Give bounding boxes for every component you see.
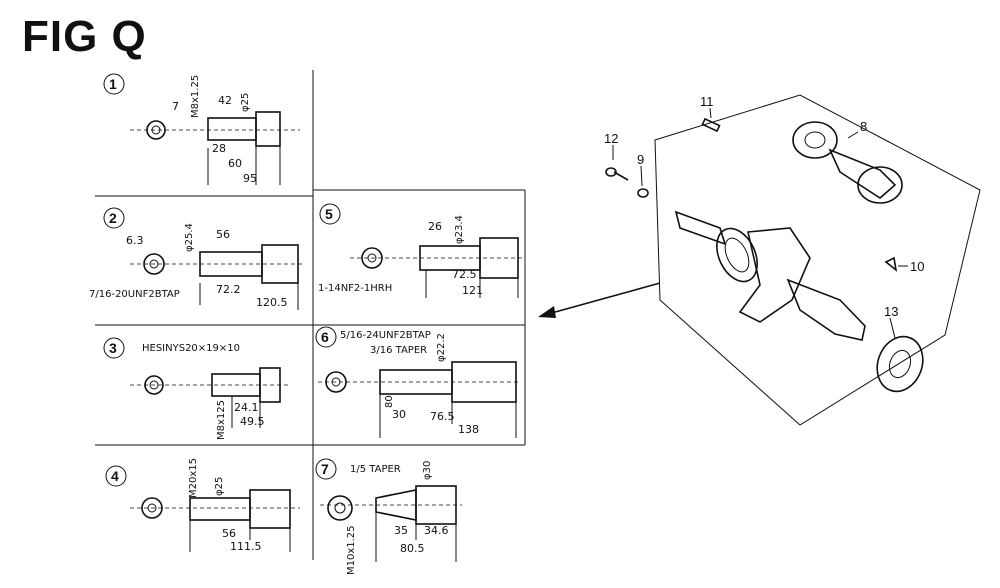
variant-5-dim-121: 121: [462, 284, 483, 297]
variant-5-thread: 1-14NF2-1HRH: [318, 283, 392, 294]
variant-1-thread: M8x1.25: [190, 75, 201, 118]
pointer-arrow: [538, 282, 661, 318]
figure-title: FIG Q: [22, 12, 147, 61]
variant-1-panel: 1 M8x1.25 42 φ25 28 60 95 7: [103, 73, 300, 185]
variant-4-number: 4: [111, 468, 119, 484]
variant-2-thread: 7/16-20UNF2BTAP: [89, 289, 180, 300]
callout-13: 13: [884, 304, 898, 319]
woodruff-key-illustration: [884, 256, 898, 272]
variant-4-dim-56: 56: [222, 527, 236, 540]
variant-1-number: 1: [109, 76, 117, 92]
variant-5-dia: φ23.4: [454, 215, 465, 244]
variant-1-dim-28: 28: [212, 142, 226, 155]
variant-6-panel: 6 5/16-24UNF2BTAP 3/16 TAPER φ22.2 30 76…: [315, 326, 520, 438]
variant-4-dim-111-5: 111.5: [230, 540, 262, 553]
bolt-illustration: [605, 167, 629, 181]
callout-10: 10: [910, 259, 924, 274]
variant-2-dia: φ25.4: [184, 223, 195, 252]
callout-8: 8: [860, 119, 867, 134]
variant-2-dim-6-3: 6.3: [126, 234, 144, 247]
variant-4-panel: 4 M20x15 φ25 56 111.5: [105, 458, 300, 553]
variant-4-thread: M20x15: [188, 458, 199, 498]
variant-7-dia: φ30: [422, 461, 433, 480]
variant-2-number: 2: [109, 210, 117, 226]
variant-5-dim-72-5: 72.5: [452, 268, 477, 281]
variant-2-panel: 2 6.3 φ25.4 56 7/16-20UNF2BTAP 72.2 120.…: [89, 207, 305, 310]
variant-6-dia: φ22.2: [436, 333, 447, 362]
callout-11: 11: [700, 94, 714, 109]
variant-3-dim-24: 24.1: [234, 401, 259, 414]
variant-5-panel: 5 26 φ23.4 1-14NF2-1HRH 72.5 121: [318, 203, 522, 298]
callout-12: 12: [604, 131, 618, 146]
variant-6-dim-30: 30: [392, 408, 406, 421]
variant-1-dim-60: 60: [228, 157, 242, 170]
variant-2-dim-56: 56: [216, 228, 230, 241]
variant-6-dim-138: 138: [458, 423, 479, 436]
connecting-rod-illustration: [792, 121, 903, 204]
variant-7-thread: M10x1.25: [346, 525, 357, 575]
variant-7-number: 7: [321, 461, 329, 477]
variant-3-seal: HESINYS20×19×10: [142, 343, 240, 354]
variant-7-taper: 1/5 TAPER: [350, 464, 401, 475]
variant-1-dim-42: 42: [218, 94, 232, 107]
variant-1-dim-95: 95: [243, 172, 257, 185]
variant-7-dim-34-6: 34.6: [424, 524, 449, 537]
key-illustration: [701, 117, 721, 133]
variant-1-number-circle: [103, 73, 125, 95]
bearing-illustration: [876, 335, 924, 393]
variant-3-dim-49-5: 49.5: [240, 415, 265, 428]
variant-2-dim-72-2: 72.2: [216, 283, 241, 296]
variant-6-dim-76-5: 76.5: [430, 410, 455, 423]
variant-6-taper: 3/16 TAPER: [370, 345, 427, 356]
variant-3-thread: M8x125: [216, 400, 227, 440]
variant-5-number: 5: [325, 206, 333, 222]
variant-3-panel: 3 HESINYS20×19×10 M8x125 24.1 49.5: [103, 337, 290, 440]
crankshaft-illustration: [674, 210, 866, 341]
variant-6-thread: 5/16-24UNF2BTAP: [340, 330, 431, 341]
variant-2-dim-120-5: 120.5: [256, 296, 288, 309]
panel-grid: [95, 70, 526, 560]
variant-6-dim-80: 80: [384, 395, 395, 408]
variant-1-dia: φ25: [240, 93, 251, 112]
variant-1-dim-7: 7: [172, 100, 179, 113]
variant-6-number: 6: [321, 329, 329, 345]
variant-4-dia: φ25: [214, 477, 225, 496]
variant-5-dim-26: 26: [428, 220, 442, 233]
variant-7-panel: 7 1/5 TAPER φ30 35 34.6 80.5 M10x1.25: [315, 458, 462, 575]
exploded-view: 11 8 12 9 10 13: [604, 94, 981, 426]
callout-9: 9: [637, 152, 644, 167]
washer-illustration: [637, 188, 649, 198]
variant-7-dim-35: 35: [394, 524, 408, 537]
variant-7-dim-80-5: 80.5: [400, 542, 425, 555]
variant-3-number: 3: [109, 340, 117, 356]
